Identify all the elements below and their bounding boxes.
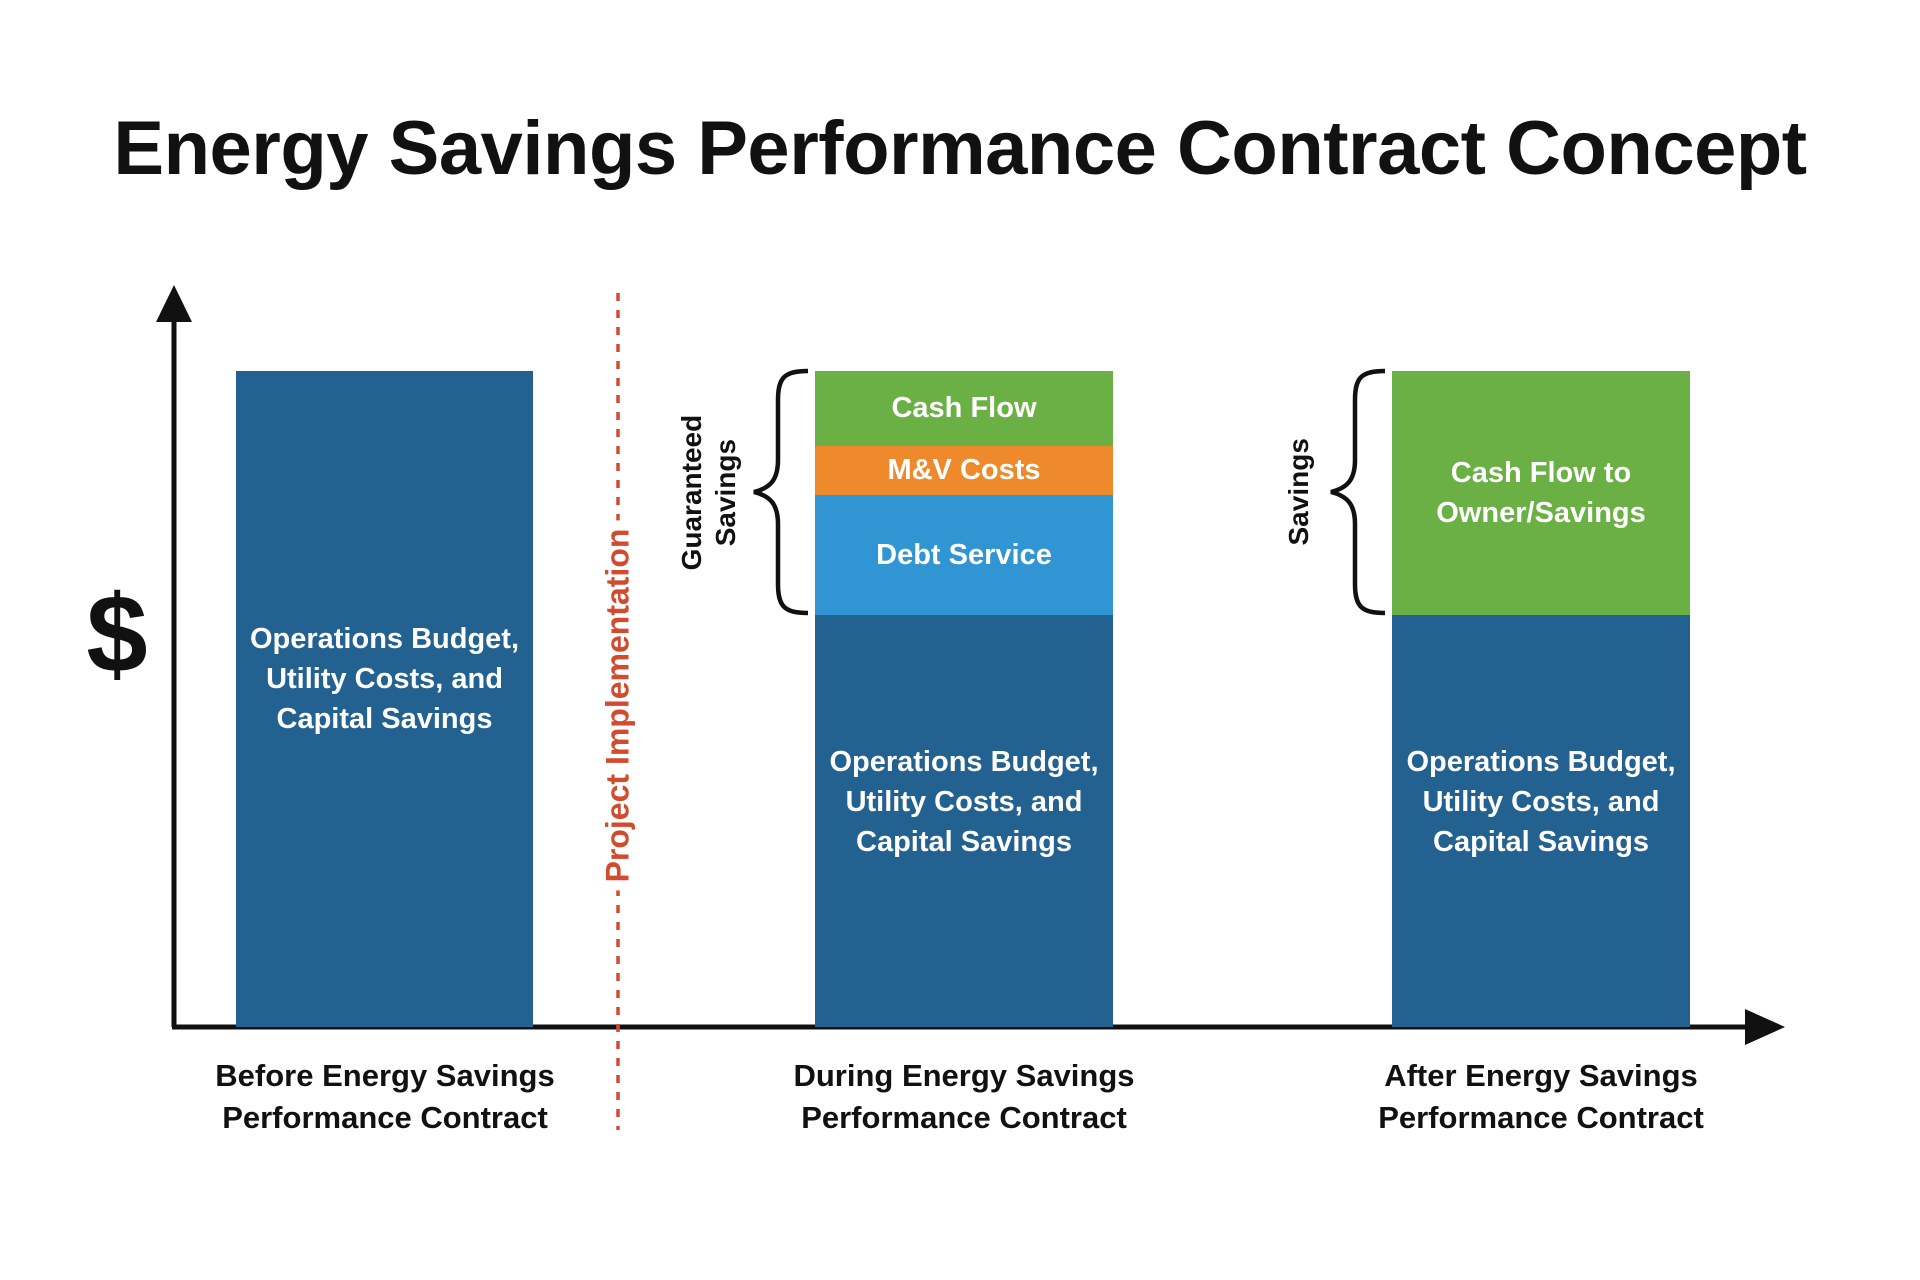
segment-line: Capital Savings: [856, 826, 1072, 859]
page-title: Energy Savings Performance Contract Conc…: [113, 106, 1807, 191]
category-line: During Energy Savings: [793, 1058, 1135, 1093]
y-axis-dollar-symbol: $: [86, 573, 148, 696]
x-category-during: During Energy Savings Performance Contra…: [774, 1055, 1154, 1139]
bracket-label-line: Savings: [1282, 438, 1314, 546]
during-debt-service-segment: Debt Service: [815, 495, 1113, 615]
bracket-label-line: Savings: [709, 438, 741, 546]
segment-line: Operations Budget,: [829, 746, 1099, 778]
guaranteed-savings-brace: [753, 368, 809, 616]
segment-line: Utility Costs, and: [266, 663, 503, 696]
category-line: Performance Contract: [1378, 1100, 1704, 1136]
segment-label: Cash Flow to Owner/Savings: [1398, 453, 1684, 533]
segment-label: Debt Service: [821, 535, 1107, 575]
category-line: Before Energy Savings: [215, 1058, 555, 1093]
x-category-after: After Energy Savings Performance Contrac…: [1351, 1055, 1731, 1139]
segment-line: Utility Costs, and: [845, 786, 1083, 819]
x-category-before: Before Energy Savings Performance Contra…: [195, 1055, 575, 1139]
segment-line: M&V Costs: [887, 454, 1041, 487]
savings-brace: [1330, 368, 1386, 616]
segment-line: Capital Savings: [276, 703, 493, 736]
segment-line: Operations Budget,: [249, 623, 520, 655]
segment-line: Operations Budget,: [1406, 746, 1676, 778]
guaranteed-savings-label: Guaranteed Savings: [675, 414, 742, 570]
segment-line: Cash Flow: [891, 392, 1037, 425]
bracket-label-line: Guaranteed: [676, 414, 708, 570]
category-line: After Energy Savings: [1384, 1058, 1698, 1093]
category-line: Performance Contract: [222, 1100, 548, 1136]
segment-line: Utility Costs, and: [1422, 786, 1660, 819]
project-implementation-label: Project Implementation: [599, 520, 637, 890]
x-axis-arrow: [1745, 1009, 1785, 1045]
segment-line: Owner/Savings: [1436, 497, 1646, 529]
category-line: Performance Contract: [801, 1100, 1127, 1136]
during-mv-costs-segment: M&V Costs: [815, 446, 1113, 495]
savings-label: Savings: [1281, 438, 1315, 545]
segment-line: Capital Savings: [1433, 826, 1649, 859]
segment-line: Debt Service: [876, 538, 1052, 571]
after-cash-flow-segment: Cash Flow to Owner/Savings: [1392, 371, 1690, 615]
during-cash-flow-segment: Cash Flow: [815, 371, 1113, 446]
segment-label: M&V Costs: [821, 450, 1107, 490]
y-axis-arrow: [156, 285, 192, 322]
segment-line: Cash Flow to: [1450, 456, 1632, 489]
segment-label: Cash Flow: [821, 388, 1107, 428]
